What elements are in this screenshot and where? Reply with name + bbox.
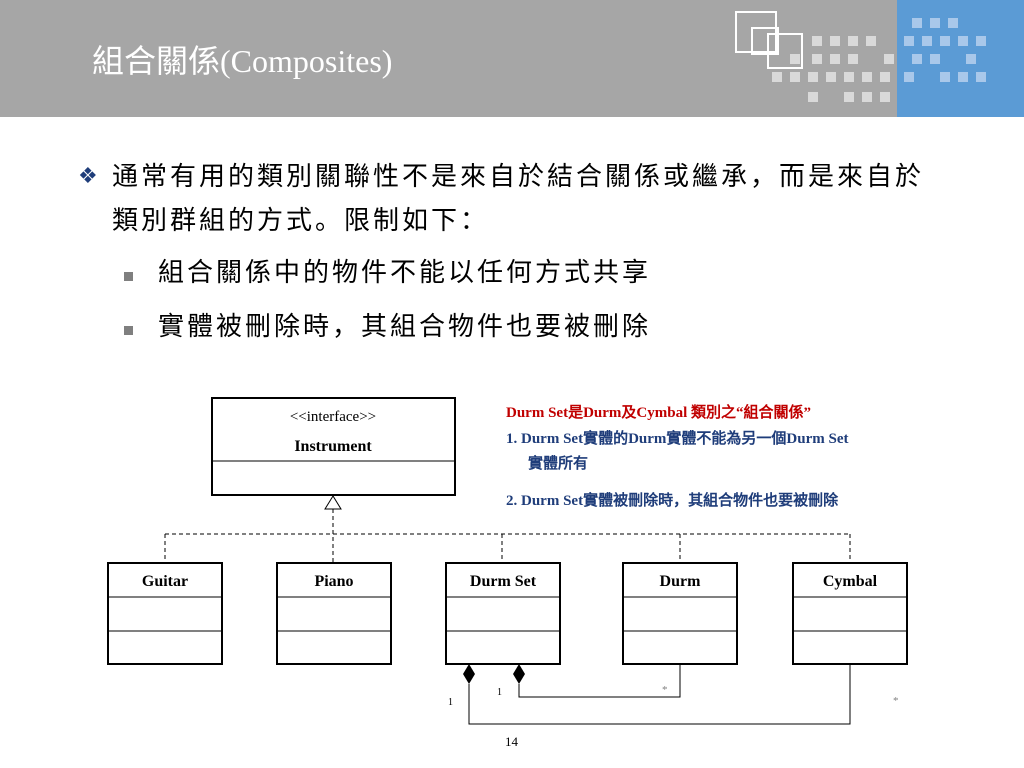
note-rule-1-cont: 實體所有 xyxy=(528,456,589,472)
main-bullet: ❖ 通常有用的類別關聯性不是來自於結合關係或繼承，而是來自於類別群組的方式。限制… xyxy=(78,155,978,243)
class-box-guitar: Guitar xyxy=(107,562,223,665)
composition-diamond-icon xyxy=(513,664,525,684)
square-bullet-icon xyxy=(124,253,158,293)
slide-title: 組合關係(Composites) xyxy=(92,43,393,79)
note-rule-2: 2. Durm Set實體被刪除時，其組合物件也要被刪除 xyxy=(506,493,839,509)
class-name: Durm Set xyxy=(470,573,537,590)
class-name: Piano xyxy=(314,573,353,590)
class-name: Guitar xyxy=(142,573,188,590)
note-rule-1: 1. Durm Set實體的Durm實體不能為另一個Durm Set xyxy=(506,431,849,447)
realization-lines xyxy=(164,509,851,563)
interface-name: Instrument xyxy=(294,438,372,455)
note-composition-title: Durm Set是Durm及Cymbal 類別之“組合關係” xyxy=(506,405,811,421)
decor-outline-squares xyxy=(735,11,803,69)
realization-arrowhead-icon xyxy=(324,495,342,510)
diamond-bullet-icon: ❖ xyxy=(78,164,101,189)
sub-bullet-text: 組合關係中的物件不能以任何方式共享 xyxy=(158,258,652,288)
interface-stereotype: <<interface>> xyxy=(290,409,376,425)
class-box-piano: Piano xyxy=(276,562,392,665)
header-decoration xyxy=(735,0,1024,117)
decor-dot-grid-blue xyxy=(904,18,986,82)
page-number: 14 xyxy=(505,734,518,749)
composition-diamond-icon xyxy=(463,664,475,684)
class-box-durm: Durm xyxy=(622,562,738,665)
sub-bullet: 實體被刪除時，其組合物件也要被刪除 xyxy=(124,307,978,347)
class-name: Durm xyxy=(660,573,702,590)
class-name: Cymbal xyxy=(823,573,878,590)
multiplicity-label: * xyxy=(893,695,899,707)
bullet-list: ❖ 通常有用的類別關聯性不是來自於結合關係或繼承，而是來自於類別群組的方式。限制… xyxy=(78,155,978,347)
sub-bullet: 組合關係中的物件不能以任何方式共享 xyxy=(124,253,978,293)
class-box-cymbal: Cymbal xyxy=(792,562,908,665)
class-box-durm-set: Durm Set xyxy=(445,562,561,665)
composition-lines xyxy=(468,664,851,725)
sub-bullet-text: 實體被刪除時，其組合物件也要被刪除 xyxy=(158,312,652,342)
main-bullet-text: 通常有用的類別關聯性不是來自於結合關係或繼承，而是來自於類別群組的方式。限制如下… xyxy=(112,162,925,236)
decor-dot-grid xyxy=(772,36,894,102)
interface-box: <<interface>> Instrument xyxy=(211,397,456,496)
multiplicity-label: * xyxy=(662,684,668,696)
square-bullet-icon xyxy=(124,307,158,347)
multiplicity-label: 1 xyxy=(497,687,502,698)
multiplicity-label: 1 xyxy=(448,697,453,708)
